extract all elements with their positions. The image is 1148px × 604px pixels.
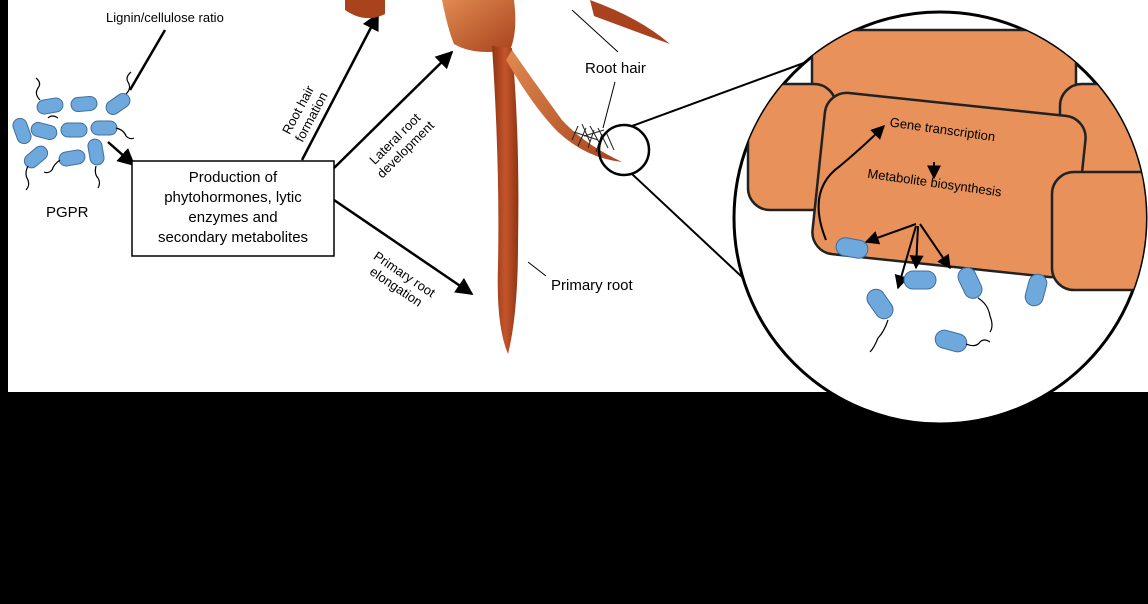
production-label-4: secondary metabolites xyxy=(158,229,308,246)
production-label-2: phytohormones, lytic xyxy=(164,189,302,206)
production-label-1: Production of xyxy=(189,169,278,186)
zoom-circle: Gene transcription Metabolite biosynthes… xyxy=(734,12,1148,424)
primary-root-label: Primary root xyxy=(551,277,634,294)
pgpr-label: PGPR xyxy=(46,204,89,221)
cell-right-bottom xyxy=(1052,172,1148,290)
production-label-3: enzymes and xyxy=(188,209,277,226)
root-hair-label: Root hair xyxy=(585,60,646,77)
lignin-ratio-label: Lignin/cellulose ratio xyxy=(106,10,224,25)
